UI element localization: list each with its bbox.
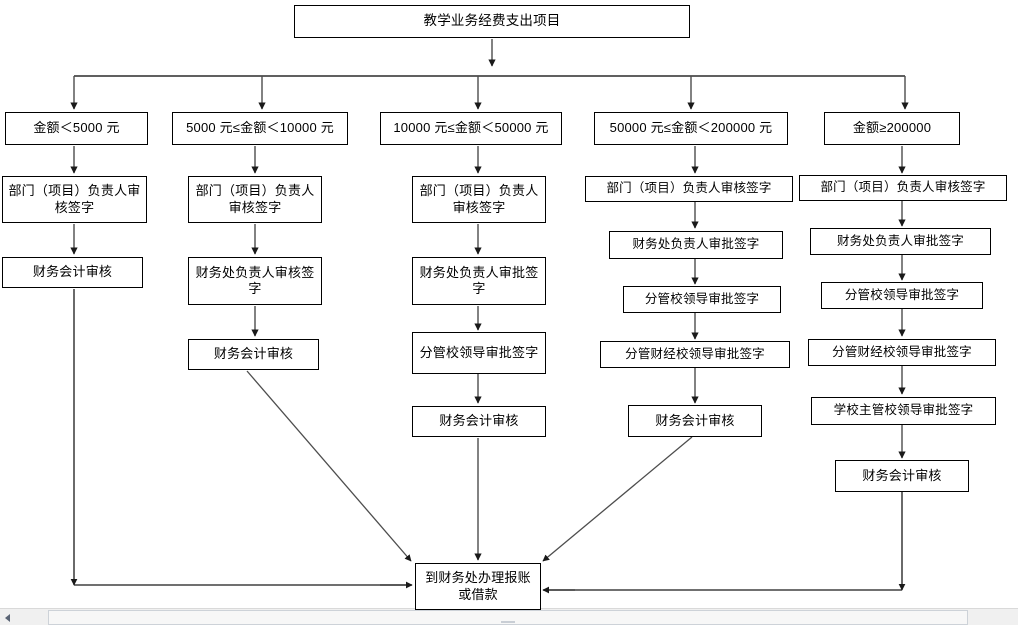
node-branch-4-step-2[interactable]: 财务处负责人审批签字: [609, 231, 783, 259]
node-branch-4-step-3[interactable]: 分管校领导审批签字: [623, 286, 781, 313]
node-branch-5-step-6[interactable]: 财务会计审核: [835, 460, 969, 492]
scroll-left-icon[interactable]: [0, 609, 16, 625]
node-condition-4[interactable]: 50000 元≤金额＜200000 元: [594, 112, 788, 145]
node-branch-5-step-2[interactable]: 财务处负责人审批签字: [810, 228, 991, 255]
diagram-canvas: 教学业务经费支出项目 金额＜5000 元 部门（项目）负责人审核签字 财务会计审…: [2, 5, 1007, 610]
scrollbar-thumb[interactable]: [48, 609, 968, 625]
node-branch-5-step-3[interactable]: 分管校领导审批签字: [821, 282, 983, 309]
node-branch-2-step-1[interactable]: 部门（项目）负责人审核签字: [188, 176, 322, 223]
node-title[interactable]: 教学业务经费支出项目: [294, 5, 690, 38]
node-branch-1-step-1[interactable]: 部门（项目）负责人审核签字: [2, 176, 147, 223]
node-branch-3-step-1[interactable]: 部门（项目）负责人审核签字: [412, 176, 546, 223]
node-condition-5[interactable]: 金额≥200000: [824, 112, 960, 145]
node-branch-5-step-4[interactable]: 分管财经校领导审批签字: [808, 339, 996, 366]
scrollbar-track[interactable]: [16, 608, 1018, 625]
horizontal-scrollbar[interactable]: [0, 608, 1018, 625]
node-branch-5-step-1[interactable]: 部门（项目）负责人审核签字: [799, 175, 1007, 201]
node-branch-4-step-1[interactable]: 部门（项目）负责人审核签字: [585, 176, 793, 202]
node-condition-3[interactable]: 10000 元≤金额＜50000 元: [380, 112, 562, 145]
node-condition-1[interactable]: 金额＜5000 元: [5, 112, 148, 145]
node-branch-3-step-4[interactable]: 财务会计审核: [412, 406, 546, 437]
node-branch-2-step-3[interactable]: 财务会计审核: [188, 339, 319, 370]
node-branch-5-step-5[interactable]: 学校主管校领导审批签字: [811, 397, 996, 425]
node-terminal[interactable]: 到财务处办理报账或借款: [415, 563, 541, 610]
node-branch-2-step-2[interactable]: 财务处负责人审核签字: [188, 257, 322, 305]
node-branch-3-step-3[interactable]: 分管校领导审批签字: [412, 332, 546, 374]
node-condition-2[interactable]: 5000 元≤金额＜10000 元: [172, 112, 348, 145]
node-branch-4-step-5[interactable]: 财务会计审核: [628, 405, 762, 437]
node-branch-1-step-2[interactable]: 财务会计审核: [2, 257, 143, 288]
node-branch-4-step-4[interactable]: 分管财经校领导审批签字: [600, 341, 790, 368]
node-branch-3-step-2[interactable]: 财务处负责人审批签字: [412, 257, 546, 305]
